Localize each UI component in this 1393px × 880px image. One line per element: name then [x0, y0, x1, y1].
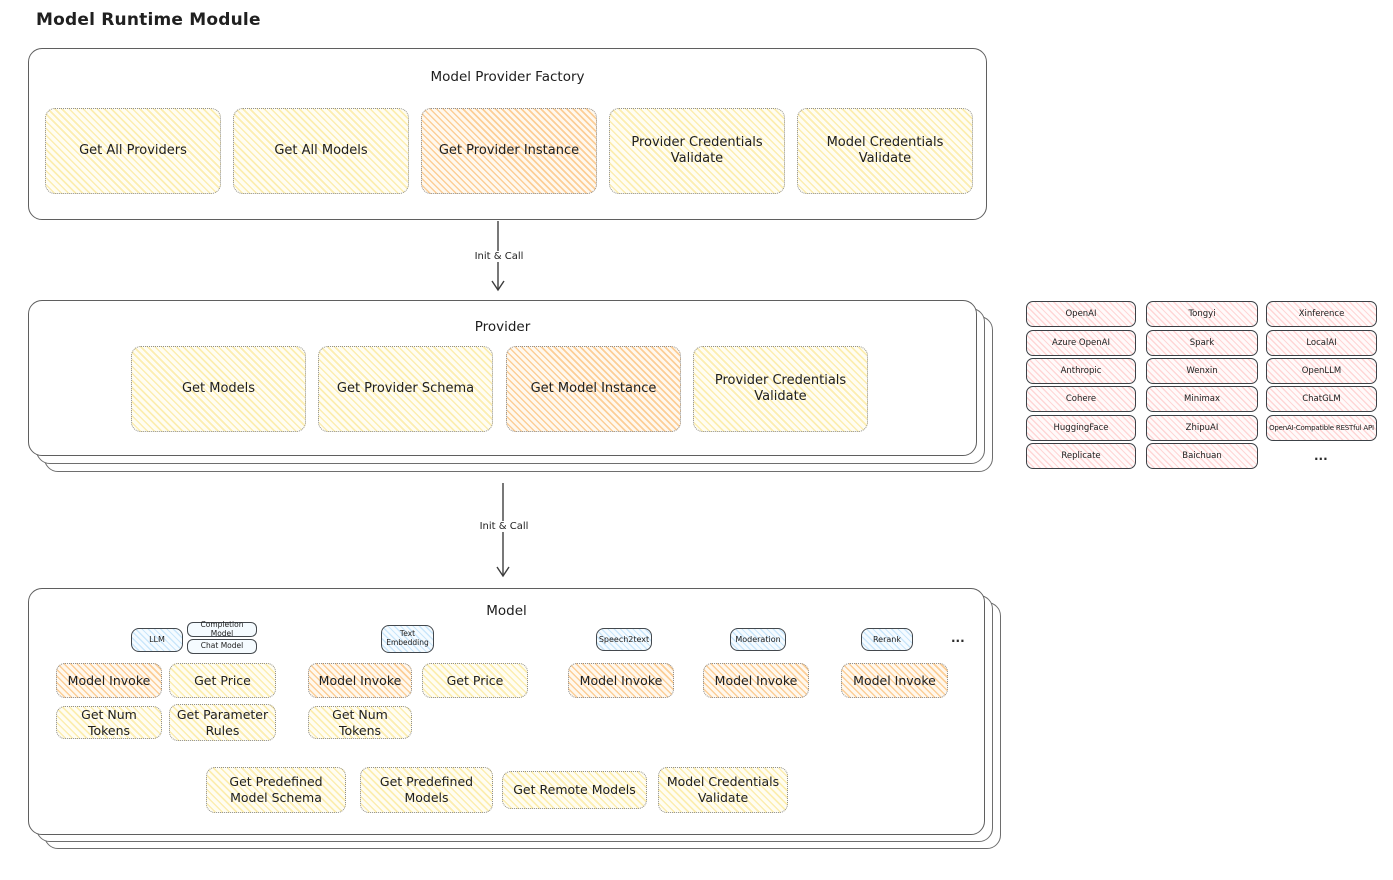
provider-chip: Baichuan: [1146, 443, 1258, 469]
provider-card: Provider Get Models Get Provider Schema …: [28, 300, 977, 456]
model-card: Model LLM Completion Model Chat Model Te…: [28, 588, 985, 835]
factory-card: Model Provider Factory Get All Providers…: [28, 48, 987, 220]
model-credentials-validate-box-2: Model Credentials Validate: [658, 767, 788, 813]
embedding-get-num-tokens-box: Get Num Tokens: [308, 706, 412, 739]
provider-chip: Anthropic: [1026, 358, 1136, 384]
embedding-get-price-box: Get Price: [422, 663, 528, 698]
arrow-provider-to-model: [495, 483, 511, 583]
moderation-model-invoke-box: Model Invoke: [703, 663, 809, 698]
get-provider-schema-box: Get Provider Schema: [318, 346, 493, 432]
text-embedding-pill: Text Embedding: [381, 625, 434, 653]
get-predefined-models-box: Get Predefined Models: [360, 767, 493, 813]
provider-card-title: Provider: [474, 319, 531, 335]
get-provider-instance-box: Get Provider Instance: [421, 108, 597, 194]
provider-chip: OpenAI-Compatible RESTful API: [1266, 415, 1377, 441]
provider-chip: OpenLLM: [1266, 358, 1377, 384]
llm-get-price-box: Get Price: [169, 663, 276, 698]
model-types-ellipsis: ...: [951, 631, 965, 645]
completion-model-pill: Completion Model: [187, 620, 257, 637]
init-call-label-1: Init & Call: [470, 251, 528, 262]
get-predefined-model-schema-box: Get Predefined Model Schema: [206, 767, 346, 813]
llm-get-parameter-rules-box: Get Parameter Rules: [169, 704, 276, 741]
provider-chip: ZhipuAI: [1146, 415, 1258, 441]
provider-chip: LocalAI: [1266, 330, 1377, 356]
model-card-title: Model: [486, 603, 527, 619]
provider-chip: Replicate: [1026, 443, 1136, 469]
rerank-pill: Rerank: [861, 628, 913, 651]
llm-pill: LLM: [131, 628, 183, 652]
get-models-box: Get Models: [131, 346, 306, 432]
model-credentials-validate-box: Model Credentials Validate: [797, 108, 973, 194]
factory-card-title: Model Provider Factory: [430, 69, 585, 85]
llm-get-num-tokens-box: Get Num Tokens: [56, 706, 162, 739]
init-call-label-2: Init & Call: [475, 521, 533, 532]
get-model-instance-box: Get Model Instance: [506, 346, 681, 432]
provider-chip: HuggingFace: [1026, 415, 1136, 441]
rerank-model-invoke-box: Model Invoke: [841, 663, 948, 698]
providers-more-ellipsis: ...: [1314, 449, 1328, 463]
get-remote-models-box: Get Remote Models: [502, 771, 647, 809]
moderation-pill: Moderation: [730, 628, 786, 651]
page-title: Model Runtime Module: [36, 10, 261, 30]
provider-chip: Xinference: [1266, 301, 1377, 327]
provider-chip: Tongyi: [1146, 301, 1258, 327]
llm-model-invoke-box: Model Invoke: [56, 663, 162, 698]
down-arrow-icon: [496, 483, 510, 578]
provider-chip: Cohere: [1026, 386, 1136, 412]
get-all-models-box: Get All Models: [233, 108, 409, 194]
speech2text-model-invoke-box: Model Invoke: [568, 663, 674, 698]
get-all-providers-box: Get All Providers: [45, 108, 221, 194]
provider-chip: Wenxin: [1146, 358, 1258, 384]
chat-model-pill: Chat Model: [187, 639, 257, 654]
provider-credentials-validate-box: Provider Credentials Validate: [609, 108, 785, 194]
provider-chip: ChatGLM: [1266, 386, 1377, 412]
provider-chip: Spark: [1146, 330, 1258, 356]
speech2text-pill: Speech2text: [596, 628, 652, 651]
provider-chip: Azure OpenAI: [1026, 330, 1136, 356]
provider-chip: Minimax: [1146, 386, 1258, 412]
embedding-model-invoke-box: Model Invoke: [308, 663, 412, 698]
provider-credentials-validate-box-2: Provider Credentials Validate: [693, 346, 868, 432]
provider-chip: OpenAI: [1026, 301, 1136, 327]
